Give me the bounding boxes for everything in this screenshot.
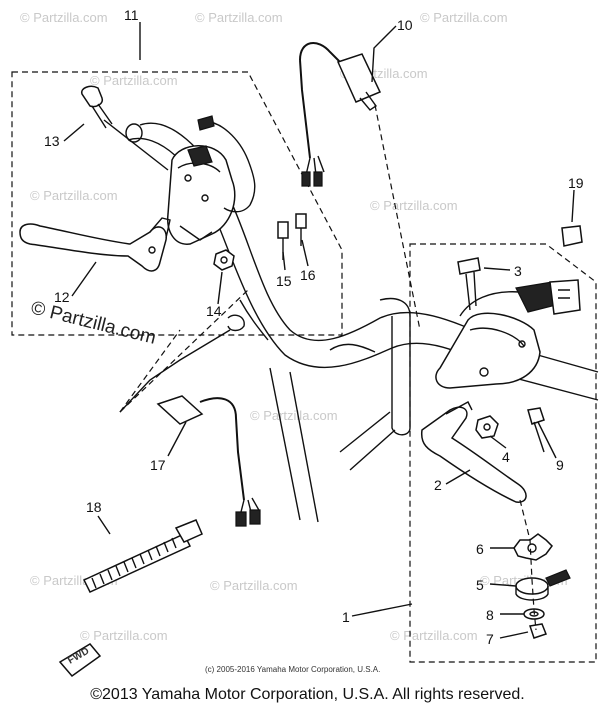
watermark: © Partzilla.com xyxy=(420,10,508,25)
fine-print-copyright: (c) 2005-2016 Yamaha Motor Corporation, … xyxy=(205,665,380,674)
callout-5: 5 xyxy=(476,577,484,593)
callout-11: 11 xyxy=(124,7,139,23)
assembly-line-17 xyxy=(119,289,249,413)
callout-numbers: 11 10 13 12 14 15 16 17 18 19 3 4 9 2 6 … xyxy=(44,7,584,647)
callout-4: 4 xyxy=(502,449,510,465)
diagram-drawing: © Partzilla.com © Partzilla.com © Partzi… xyxy=(11,7,599,678)
right-lever-holder xyxy=(435,279,581,389)
screw-9 xyxy=(527,407,545,453)
assembly-line-17b xyxy=(119,329,181,413)
callout-1: 1 xyxy=(342,609,350,625)
watermark: © Partzilla.com xyxy=(390,628,478,643)
callout-6: 6 xyxy=(476,541,484,557)
switch-17 xyxy=(156,395,261,527)
watermark: © Partzilla.com xyxy=(80,628,168,643)
callout-19: 19 xyxy=(568,175,584,191)
callout-9: 9 xyxy=(556,457,564,473)
callout-2: 2 xyxy=(434,477,442,493)
band-18 xyxy=(82,519,203,593)
watermark: © Partzilla.com xyxy=(30,188,118,203)
watermark: © Partzilla.com xyxy=(250,408,338,423)
watermark: © Partzilla.com xyxy=(195,10,283,25)
watermark: © Partzilla.com xyxy=(210,578,298,593)
callout-14: 14 xyxy=(206,303,222,319)
callout-8: 8 xyxy=(486,607,494,623)
screw-16 xyxy=(295,213,307,246)
callout-12: 12 xyxy=(54,289,70,305)
watermark: © Partzilla.com xyxy=(90,73,178,88)
callout-10: 10 xyxy=(397,17,413,33)
callout-15: 15 xyxy=(276,273,292,289)
bolt-3 xyxy=(457,257,481,311)
clutch-lever-12 xyxy=(19,217,171,272)
callout-17: 17 xyxy=(150,457,166,473)
part-19 xyxy=(561,225,583,247)
callout-3: 3 xyxy=(514,263,522,279)
switch-10 xyxy=(299,42,382,187)
assembly-box-right xyxy=(409,243,597,663)
fwd-arrow: FWD xyxy=(58,643,102,678)
watermark: © Partzilla.com xyxy=(20,10,108,25)
brake-lever-2 xyxy=(420,401,527,503)
callout-13: 13 xyxy=(44,133,60,149)
callout-18: 18 xyxy=(86,499,102,515)
assembly-line-10 xyxy=(374,104,421,331)
callout-7: 7 xyxy=(486,631,494,647)
nut-14 xyxy=(213,249,245,332)
assembly-line-stack xyxy=(519,499,537,631)
left-lever-holder xyxy=(167,115,256,245)
callout-16: 16 xyxy=(300,267,316,283)
nut-7 xyxy=(529,623,547,639)
watermark: © Partzilla.com xyxy=(370,198,458,213)
watermark-prominent: © Partzilla.com xyxy=(29,297,158,348)
copyright-notice: ©2013 Yamaha Motor Corporation, U.S.A. A… xyxy=(90,686,525,703)
nut-4 xyxy=(475,415,499,439)
bolt-13 xyxy=(81,85,169,171)
part-6 xyxy=(513,533,553,561)
leader-lines xyxy=(63,22,575,639)
